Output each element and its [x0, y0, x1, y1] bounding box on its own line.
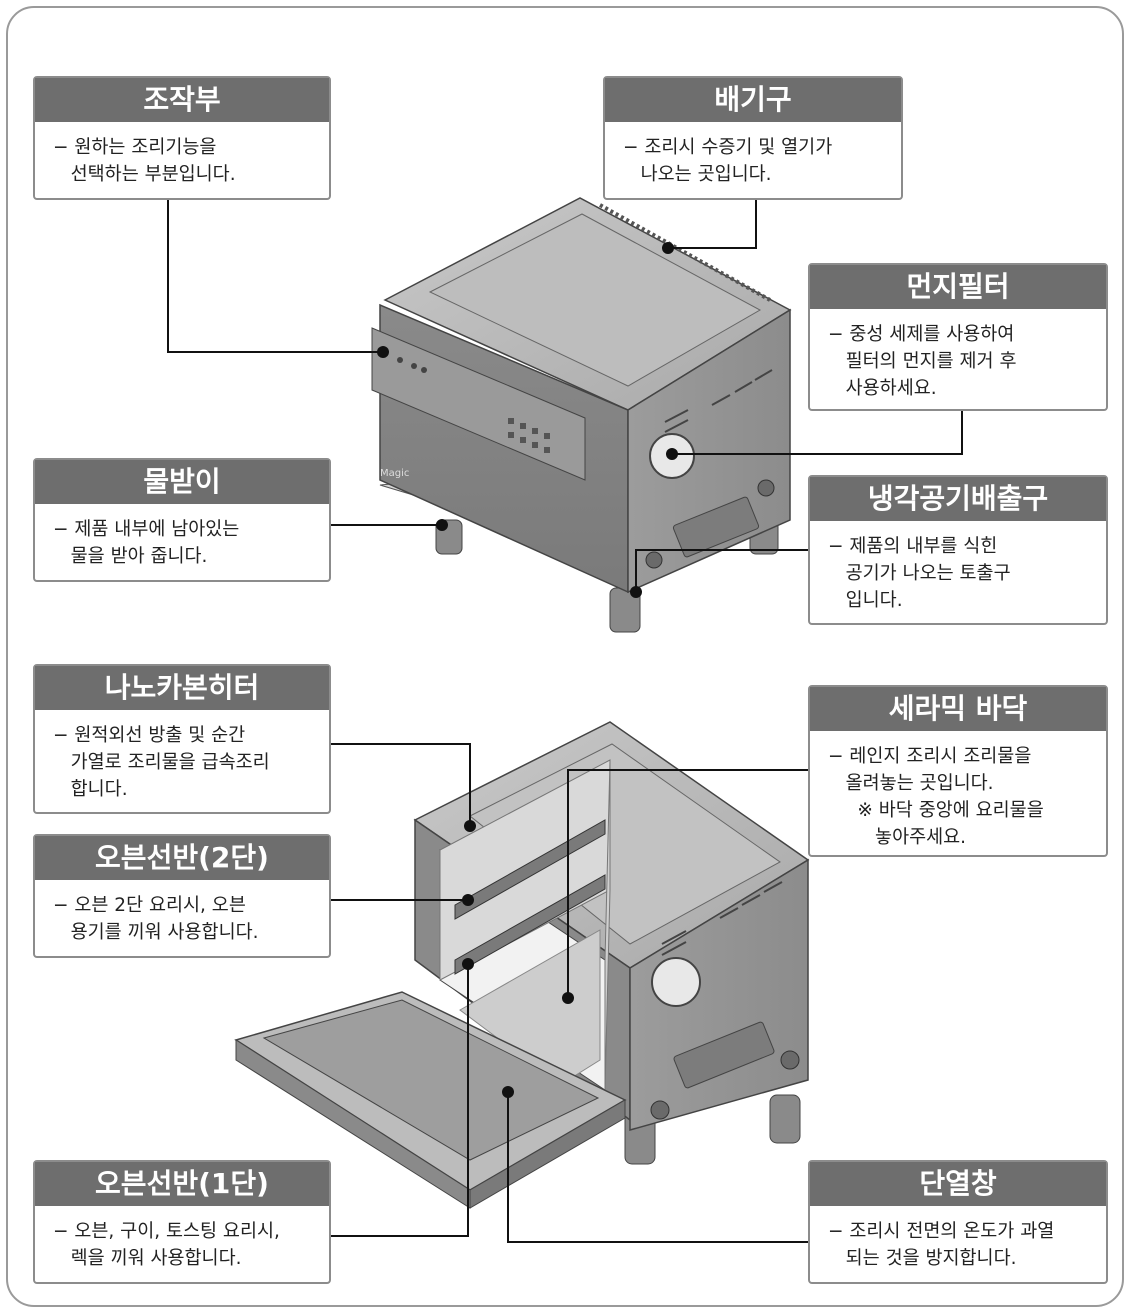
oven-closed: Magic [371, 197, 792, 633]
callout-rack-1: 오븐선반(1단) − 오븐, 구이, 토스팅 요리시, 렉을 끼워 사용합니다. [33, 1160, 331, 1284]
callout-line: − 원적외선 방출 및 순간 [53, 725, 246, 746]
callout-title: 단열창 [810, 1162, 1106, 1206]
callout-title: 나노카본히터 [35, 666, 329, 710]
callout-line: 나오는 곳입니다. [623, 164, 772, 185]
page-frame [6, 6, 1124, 1307]
callout-dust-filter: 먼지필터 − 중성 세제를 사용하여 필터의 먼지를 제거 후 사용하세요. [808, 263, 1108, 411]
callout-ceramic-floor: 세라믹 바닥 − 레인지 조리시 조리물을 올려놓는 곳입니다. ※ 바닥 중앙… [808, 685, 1108, 857]
callout-line: − 레인지 조리시 조리물을 [828, 746, 1032, 767]
callout-rack-2: 오븐선반(2단) − 오븐 2단 요리시, 오븐 용기를 끼워 사용합니다. [33, 834, 331, 958]
callout-line: 입니다. [828, 590, 903, 611]
callout-line: − 원하는 조리기능을 [53, 137, 217, 158]
callout-heater: 나노카본히터 − 원적외선 방출 및 순간 가열로 조리물을 급속조리 합니다. [33, 664, 331, 814]
callout-insulated-window: 단열창 − 조리시 전면의 온도가 과열 되는 것을 방지합니다. [808, 1160, 1108, 1284]
callout-line: − 오븐 2단 요리시, 오븐 [53, 895, 246, 916]
callout-title: 오븐선반(1단) [35, 1162, 329, 1206]
callout-line: 합니다. [53, 779, 128, 800]
callout-line: 필터의 먼지를 제거 후 [828, 351, 1017, 372]
leader-dots [377, 242, 678, 1098]
callout-title: 먼지필터 [810, 265, 1106, 309]
callout-line: 선택하는 부분입니다. [53, 164, 236, 185]
callout-line: ※ 바닥 중앙에 요리물을 [828, 800, 1044, 821]
callout-line: − 제품 내부에 남아있는 [53, 519, 240, 540]
callout-title: 세라믹 바닥 [810, 687, 1106, 731]
callout-title: 물받이 [35, 460, 329, 504]
callout-title: 냉각공기배출구 [810, 477, 1106, 521]
callout-control: 조작부 − 원하는 조리기능을 선택하는 부분입니다. [33, 76, 331, 200]
callout-title: 조작부 [35, 78, 329, 122]
callout-cooling-outlet: 냉각공기배출구 − 제품의 내부를 식힌 공기가 나오는 토출구 입니다. [808, 475, 1108, 625]
callout-line: − 조리시 수증기 및 열기가 [623, 137, 833, 158]
callout-line: 용기를 끼워 사용합니다. [53, 922, 259, 943]
callout-line: 가열로 조리물을 급속조리 [53, 752, 270, 773]
callout-line: 올려놓는 곳입니다. [828, 773, 994, 794]
callout-line: 공기가 나오는 토출구 [828, 563, 1011, 584]
brand-mark: Magic [380, 468, 409, 479]
callout-line: − 제품의 내부를 식힌 [828, 536, 998, 557]
callout-drip-tray: 물받이 − 제품 내부에 남아있는 물을 받아 줍니다. [33, 458, 331, 582]
callout-title: 오븐선반(2단) [35, 836, 329, 880]
callout-line: − 중성 세제를 사용하여 [828, 324, 1015, 345]
callout-line: − 오븐, 구이, 토스팅 요리시, [53, 1221, 280, 1242]
callout-line: 되는 것을 방지합니다. [828, 1248, 1017, 1269]
callout-title: 배기구 [605, 78, 901, 122]
callout-line: 물을 받아 줍니다. [53, 546, 208, 567]
callout-line: 놓아주세요. [828, 827, 967, 848]
leader-lines [167, 200, 963, 1243]
callout-line: 사용하세요. [828, 378, 937, 399]
callout-exhaust: 배기구 − 조리시 수증기 및 열기가 나오는 곳입니다. [603, 76, 903, 200]
callout-line: − 조리시 전면의 온도가 과열 [828, 1221, 1055, 1242]
callout-line: 렉을 끼워 사용합니다. [53, 1248, 242, 1269]
